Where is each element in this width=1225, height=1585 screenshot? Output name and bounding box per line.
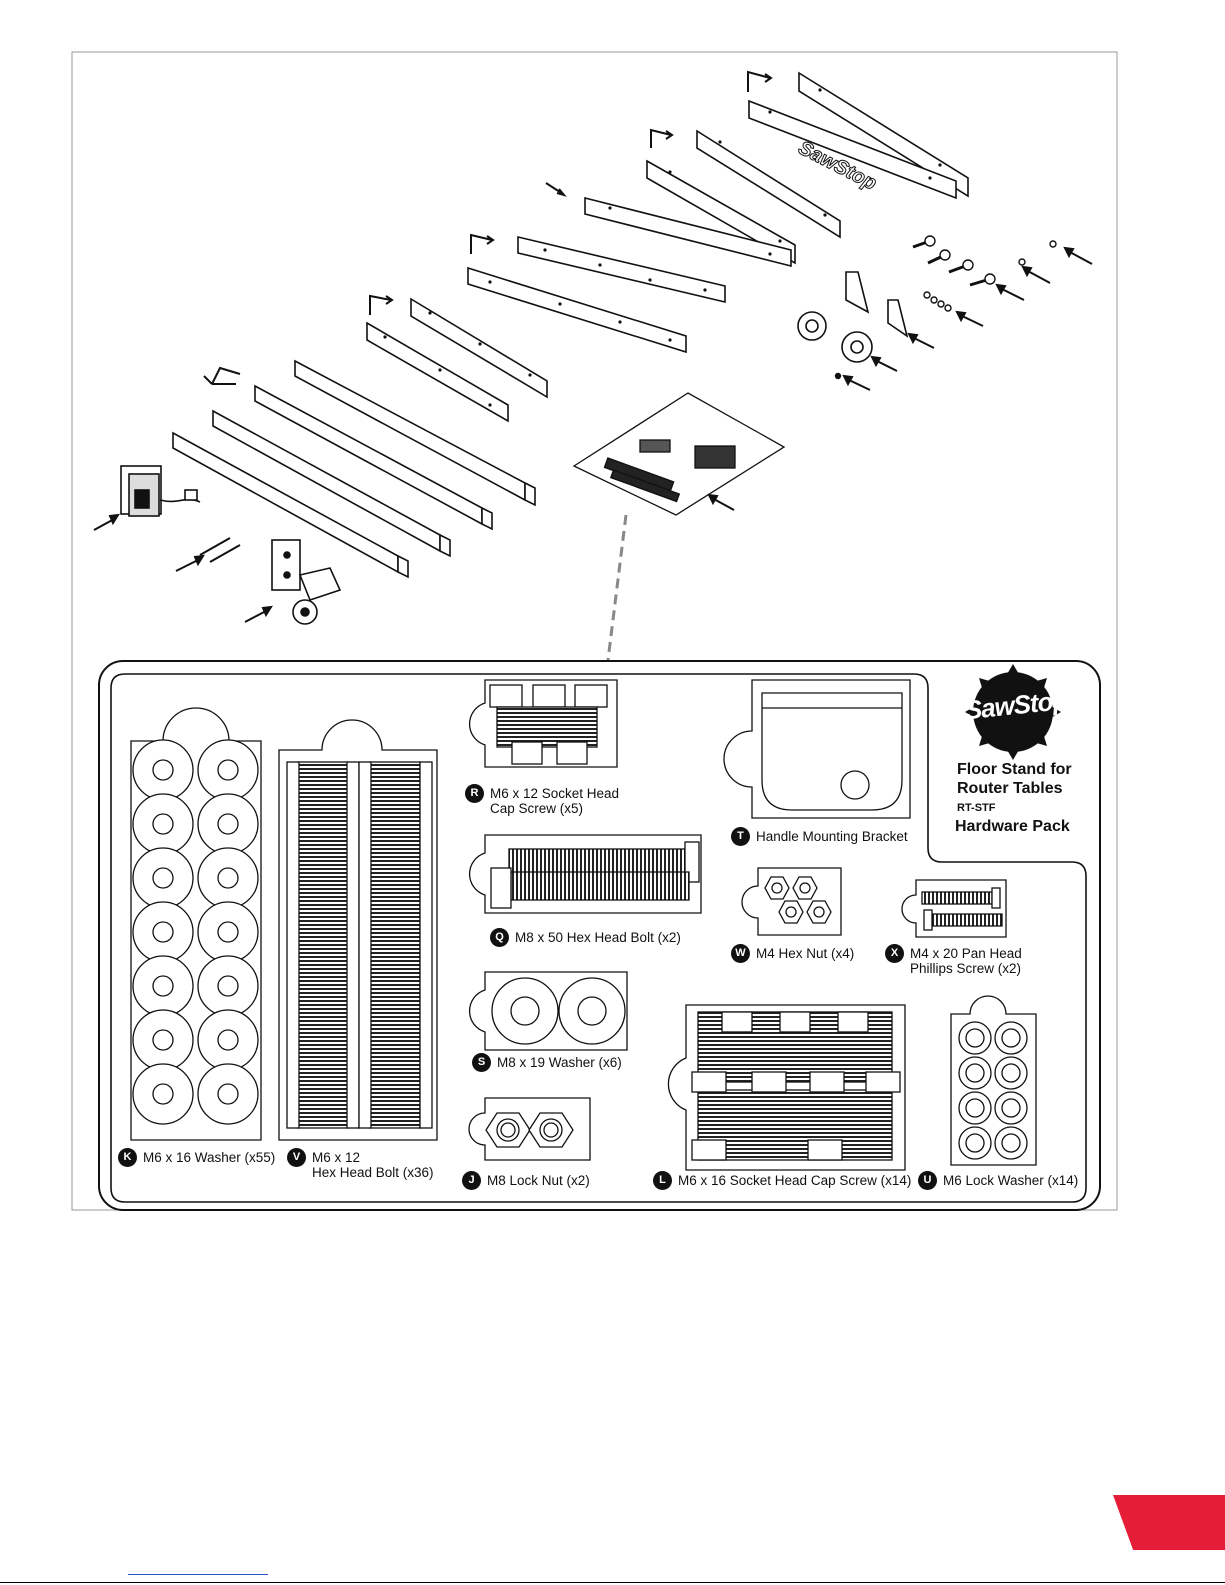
title-line-2: Router Tables [957, 780, 1063, 797]
socket-screw-block-l [667, 1004, 906, 1171]
rails [366, 71, 969, 423]
lock-washer-block-u [950, 995, 1037, 1166]
part-letter-badge: K [118, 1148, 137, 1167]
hex-bolt-block-v [278, 719, 438, 1141]
part-description: M6 x 12 Socket Head [490, 786, 620, 801]
part-description: M8 Lock Nut (x2) [487, 1173, 590, 1188]
hardware-card-thumbnail [572, 392, 786, 516]
part-label-s: S M8 x 19 Washer (x6) [472, 1053, 622, 1072]
part-description-line2: Cap Screw (x5) [490, 801, 584, 816]
part-letter-badge: W [731, 944, 750, 963]
model-number: RT-STF [957, 802, 996, 814]
socket-screw-block-r [468, 679, 618, 768]
part-description: M8 x 19 Washer (x6) [497, 1055, 622, 1070]
part-letter-badge: U [918, 1171, 937, 1190]
pointer-arrows [93, 246, 1093, 623]
part-description: M6 x 16 Socket Head Cap Screw (x14) [678, 1173, 912, 1188]
part-label-j: J M8 Lock Nut (x2) [462, 1171, 590, 1190]
bracket-block-t [723, 679, 911, 819]
direction-arrows [203, 70, 773, 385]
part-description: M4 Hex Nut (x4) [756, 946, 855, 961]
pins [199, 537, 241, 563]
title-line-1: Floor Stand for [957, 761, 1072, 778]
part-label-u: U M6 Lock Washer (x14) [918, 1171, 1079, 1190]
rail-holes [383, 88, 942, 407]
part-letter-badge: V [287, 1148, 306, 1167]
washer-block-s [468, 971, 628, 1051]
bottom-rule [0, 1582, 1225, 1583]
bolts [912, 239, 991, 287]
nuts [834, 235, 1057, 380]
part-letter-badge: T [731, 827, 750, 846]
part-label-w: W M4 Hex Nut (x4) [731, 944, 855, 963]
part-description: M4 x 20 Pan Head [910, 946, 1022, 961]
pan-screw-block-x [901, 879, 1007, 938]
part-description-line2: Phillips Screw (x2) [910, 961, 1022, 976]
part-letter-badge: Q [490, 928, 509, 947]
sawstop-logo-blade [965, 664, 1061, 760]
washer-block-k [130, 707, 262, 1141]
part-description: M6 x 16 Washer (x55) [143, 1150, 276, 1165]
part-letter-badge: S [472, 1053, 491, 1072]
part-letter-badge: L [653, 1171, 672, 1190]
handle-wheels [797, 271, 909, 363]
part-letter-badge: J [462, 1171, 481, 1190]
part-label-t: T Handle Mounting Bracket [731, 827, 908, 846]
part-description-line2: Hex Head Bolt (x36) [312, 1165, 434, 1180]
dashed-leader [606, 514, 628, 661]
hex-nut-block-w [741, 867, 842, 936]
part-description: M6 x 12 [312, 1150, 361, 1165]
part-letter-badge: X [885, 944, 904, 963]
part-label-q: Q M8 x 50 Hex Head Bolt (x2) [490, 928, 681, 947]
footer-link-underline[interactable] [128, 1574, 268, 1575]
page-corner-tab [1113, 1495, 1225, 1550]
pack-title: Hardware Pack [955, 818, 1070, 835]
part-description: M6 Lock Washer (x14) [943, 1173, 1079, 1188]
hardware-card-inner [110, 673, 1087, 1203]
brand-title: Floor Stand for Router Tables [957, 760, 1072, 798]
part-letter-badge: R [465, 784, 484, 803]
part-description: M8 x 50 Hex Head Bolt (x2) [515, 930, 681, 945]
part-description: Handle Mounting Bracket [756, 829, 908, 844]
lock-nut-block-j [468, 1097, 591, 1161]
caster-wheel [271, 539, 342, 625]
part-label-k: K M6 x 16 Washer (x55) [118, 1148, 276, 1167]
part-label-l: L M6 x 16 Socket Head Cap Screw (x14) [653, 1171, 912, 1190]
switch-box [120, 465, 201, 517]
hex-bolt-block-q [468, 834, 702, 914]
legs [172, 359, 536, 579]
